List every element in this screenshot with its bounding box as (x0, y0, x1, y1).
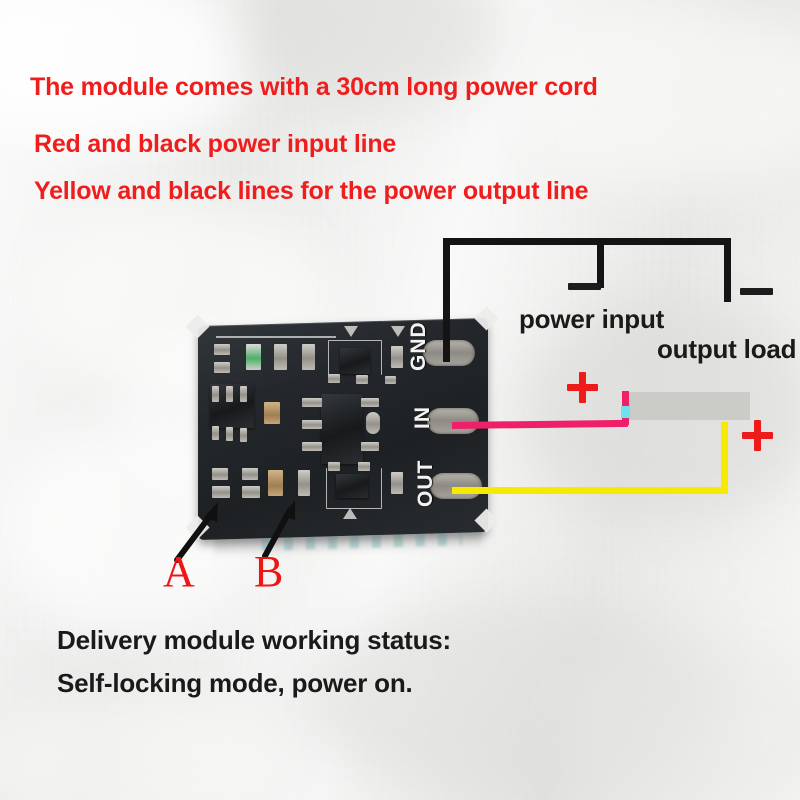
pcb-smd-part (302, 344, 315, 370)
label-point-b: B (254, 547, 284, 596)
pcb-diode (366, 412, 380, 434)
pcb-silkscreen-triangle (344, 326, 358, 337)
note-output-line: Yellow and black lines for the power out… (34, 177, 589, 205)
pcb-ic-pin (361, 398, 379, 407)
note-status-value: Self-locking mode, power on. (57, 668, 413, 698)
pcb-smd-part (214, 362, 230, 373)
black-wire-horizontal-top (443, 238, 731, 245)
note-status-title: Delivery module working status: (57, 625, 452, 655)
pcb-chip-pin (226, 386, 233, 402)
black-wire-branch-output (724, 238, 731, 302)
pcb-capacitor (268, 470, 283, 496)
pcb-smd-part (214, 344, 230, 355)
pcb-ic-pin (302, 398, 322, 407)
pink-wire-junction-marker (621, 406, 630, 418)
pcb-ic-pin (302, 420, 322, 429)
pad-gnd-label: GND (407, 321, 430, 371)
pcb-smd-pin (385, 376, 396, 384)
pcb-chip-pin (240, 428, 247, 442)
pcb-smd-part (391, 346, 403, 368)
note-output-load: output load (657, 334, 797, 364)
pcb-chip-pin (212, 426, 219, 440)
pcb-smd-part (298, 470, 310, 496)
pcb-smd-pin (358, 462, 370, 471)
pcb-transistor (336, 474, 368, 498)
pad-out-label: OUT (414, 459, 437, 507)
label-point-a: A (163, 547, 195, 596)
pcb-chip-pin (226, 427, 233, 441)
note-input-line: Red and black power input line (34, 130, 397, 158)
pcb-chip-pin (212, 386, 219, 402)
note-power-cord: The module comes with a 30cm long power … (30, 73, 598, 101)
pcb-smd-pin (328, 374, 340, 383)
yellow-wire-vertical (721, 422, 728, 492)
pink-wire-horizontal (451, 419, 629, 429)
pcb-smd-part (212, 468, 228, 480)
minus-power-input (568, 283, 601, 290)
pcb-transistor (340, 348, 370, 374)
background-blotch (0, 690, 280, 800)
plus-power-input (567, 372, 598, 403)
black-wire-branch-input (597, 238, 604, 288)
pcb-led (246, 344, 261, 370)
pcb-smd-pin (328, 462, 340, 471)
arrow-to-point-b (262, 500, 295, 559)
pcb-main-ic (321, 394, 363, 464)
background-blotch (560, 640, 800, 800)
black-wire-vertical-gnd (443, 248, 450, 362)
note-power-input: power input (519, 304, 665, 334)
pcb-capacitor (264, 402, 280, 424)
minus-output-load (740, 288, 773, 295)
pcb-silkscreen-triangle (391, 326, 405, 337)
pcb-smd-part (391, 472, 403, 494)
output-load-symbol (628, 392, 750, 420)
black-wire-corner-left (443, 238, 450, 254)
pcb-module[interactable]: GND IN OUT (185, 306, 499, 541)
pcb-silkscreen-line (216, 336, 336, 338)
yellow-wire-horizontal (452, 487, 728, 494)
plus-output-load (742, 420, 773, 451)
pcb-silkscreen-triangle (343, 508, 357, 519)
pcb-ic-pin (302, 442, 322, 451)
pad-in-label: IN (411, 406, 434, 429)
pcb-chip-pin (240, 386, 247, 402)
pcb-smd-pin (356, 375, 368, 384)
pcb-ic-pin (361, 442, 379, 451)
pcb-smd-part (274, 344, 287, 370)
pcb-smd-part (242, 468, 258, 480)
pad-out[interactable] (430, 473, 482, 499)
